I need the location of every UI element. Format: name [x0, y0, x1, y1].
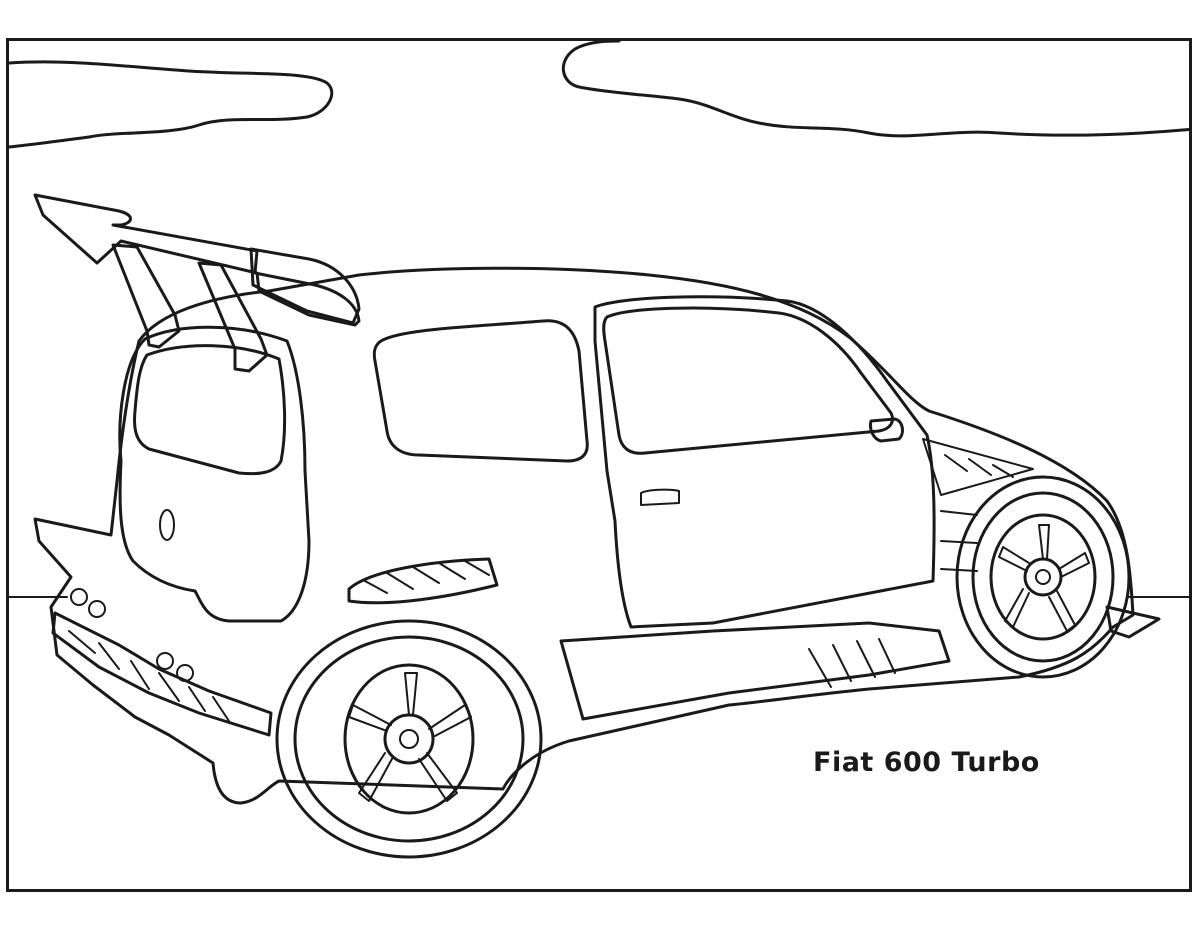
front-wheel [955, 475, 1131, 679]
rear-wing [33, 193, 361, 327]
front-hub-outer [1023, 557, 1063, 597]
car-model-caption: Fiat 600 Turbo [813, 747, 1040, 778]
exhaust-tip-upper-right [88, 600, 106, 618]
cloud-left [9, 60, 334, 149]
rear-spokes [348, 672, 472, 802]
side-mirror [869, 417, 904, 443]
rear-hub-outer [383, 713, 435, 765]
car-body-outline [33, 266, 1135, 805]
wing-endplate [249, 247, 361, 325]
front-fender-vents [922, 438, 1034, 572]
rear-wheel [275, 619, 543, 859]
side-window-rear [372, 319, 589, 463]
diffuser-fins [68, 630, 230, 722]
exhaust-tip-lower-right [176, 664, 194, 682]
rear-diffuser [51, 611, 273, 737]
rear-window [133, 344, 287, 476]
front-tire-inner [971, 491, 1115, 663]
front-splitter [1105, 605, 1161, 639]
line-art-scene [9, 41, 1189, 859]
wing-strut-right [197, 261, 269, 373]
side-window-front [602, 306, 894, 455]
cloud-right [562, 41, 1189, 138]
door-handle [640, 488, 680, 506]
line-art-group [9, 41, 1189, 859]
front-hub-inner [1035, 569, 1051, 585]
rear-tire-inner [293, 635, 525, 843]
front-rim [989, 513, 1097, 641]
rear-tire-outer [275, 619, 543, 859]
skirt-vents [808, 638, 896, 688]
rear-hatch [118, 325, 311, 623]
door-outline [593, 295, 936, 629]
rear-badge [159, 509, 175, 541]
exhaust-tip-lower-left [156, 652, 174, 670]
front-spokes [998, 524, 1090, 632]
side-skirt [559, 621, 951, 721]
front-tire-outer [955, 475, 1131, 679]
rear-hub-inner [399, 729, 419, 749]
rear-rim [343, 663, 475, 815]
exhaust-tip-upper-left [70, 588, 88, 606]
coloring-page-frame: Fiat 600 Turbo [6, 38, 1192, 892]
side-intake [347, 557, 499, 605]
side-intake-slats [364, 560, 490, 594]
